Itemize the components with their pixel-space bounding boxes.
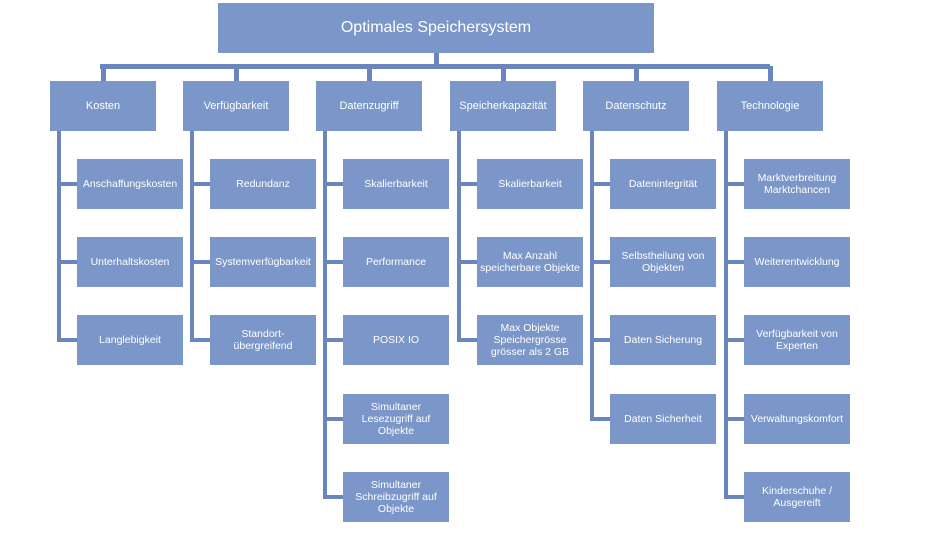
leaf-kosten-0: Anschaffungskosten bbox=[77, 159, 183, 209]
branch-technologie-4 bbox=[724, 495, 744, 499]
leaf-label: Weiterentwicklung bbox=[754, 255, 840, 268]
connector-speicherkapazitaet bbox=[500, 66, 506, 81]
branch-datenschutz-2 bbox=[590, 338, 610, 342]
connector-verfuegbarkeit bbox=[233, 66, 239, 81]
leaf-technologie-4: Kinderschuhe / Ausgereift bbox=[744, 472, 850, 522]
category-label: Kosten bbox=[85, 99, 121, 112]
branch-technologie-1 bbox=[724, 260, 744, 264]
leaf-label: Langlebigkeit bbox=[99, 333, 161, 346]
branch-speicherkapazitaet-1 bbox=[457, 260, 477, 264]
spine-verfuegbarkeit bbox=[190, 131, 194, 342]
leaf-label: Anschaffungskosten bbox=[82, 177, 178, 190]
leaf-label: Standort-übergreifend bbox=[233, 327, 293, 352]
leaf-technologie-2: Verfügbarkeit von Experten bbox=[744, 315, 850, 365]
category-label: Datenschutz bbox=[605, 99, 667, 112]
leaf-speicherkapazitaet-2: Max Objekte Speichergrösse grösser als 2… bbox=[477, 315, 583, 365]
leaf-verfuegbarkeit-2: Standort-übergreifend bbox=[210, 315, 316, 365]
leaf-label: Skalierbarkeit bbox=[498, 177, 562, 190]
leaf-label: Simultaner Lesezugriff auf Objekte bbox=[361, 400, 431, 438]
branch-verfuegbarkeit-0 bbox=[190, 182, 210, 186]
leaf-datenschutz-3: Daten Sicherheit bbox=[610, 394, 716, 444]
leaf-technologie-0: Marktverbreitung Marktchancen bbox=[744, 159, 850, 209]
leaf-label: Redundanz bbox=[236, 177, 290, 190]
branch-speicherkapazitaet-0 bbox=[457, 182, 477, 186]
leaf-label: Daten Sicherheit bbox=[624, 412, 702, 425]
leaf-label: POSIX IO bbox=[372, 333, 420, 346]
branch-datenzugriff-1 bbox=[323, 260, 343, 264]
root-label: Optimales Speichersystem bbox=[340, 18, 532, 36]
branch-datenschutz-0 bbox=[590, 182, 610, 186]
category-datenzugriff: Datenzugriff bbox=[316, 81, 422, 131]
leaf-speicherkapazitaet-1: Max Anzahl speicherbare Objekte bbox=[477, 237, 583, 287]
spine-datenzugriff bbox=[323, 131, 327, 499]
leaf-datenzugriff-2: POSIX IO bbox=[343, 315, 449, 365]
connector-datenschutz bbox=[633, 66, 639, 81]
spine-speicherkapazitaet bbox=[457, 131, 461, 342]
leaf-datenschutz-2: Daten Sicherung bbox=[610, 315, 716, 365]
leaf-datenzugriff-0: Skalierbarkeit bbox=[343, 159, 449, 209]
root-connector bbox=[434, 53, 439, 66]
leaf-kosten-1: Unterhaltskosten bbox=[77, 237, 183, 287]
leaf-label: Max Objekte Speichergrösse grösser als 2… bbox=[490, 321, 570, 359]
leaf-datenzugriff-3: Simultaner Lesezugriff auf Objekte bbox=[343, 394, 449, 444]
leaf-label: Systemverfügbarkeit bbox=[215, 255, 311, 268]
branch-kosten-2 bbox=[57, 338, 77, 342]
branch-kosten-0 bbox=[57, 182, 77, 186]
connector-technologie bbox=[767, 66, 773, 81]
category-datenschutz: Datenschutz bbox=[583, 81, 689, 131]
branch-technologie-0 bbox=[724, 182, 744, 186]
category-kosten: Kosten bbox=[50, 81, 156, 131]
leaf-datenzugriff-1: Performance bbox=[343, 237, 449, 287]
category-technologie: Technologie bbox=[717, 81, 823, 131]
leaf-label: Daten Sicherung bbox=[623, 333, 703, 346]
spine-datenschutz bbox=[590, 131, 594, 421]
branch-datenzugriff-0 bbox=[323, 182, 343, 186]
leaf-speicherkapazitaet-0: Skalierbarkeit bbox=[477, 159, 583, 209]
spine-technologie bbox=[724, 131, 728, 499]
leaf-label: Selbstheilung von Objekten bbox=[621, 249, 705, 274]
branch-kosten-1 bbox=[57, 260, 77, 264]
leaf-verfuegbarkeit-1: Systemverfügbarkeit bbox=[210, 237, 316, 287]
leaf-technologie-1: Weiterentwicklung bbox=[744, 237, 850, 287]
leaf-label: Unterhaltskosten bbox=[90, 255, 170, 268]
leaf-verfuegbarkeit-0: Redundanz bbox=[210, 159, 316, 209]
category-label: Technologie bbox=[740, 99, 800, 112]
category-label: Speicherkapazität bbox=[459, 99, 547, 112]
branch-datenzugriff-3 bbox=[323, 417, 343, 421]
top-connector bbox=[100, 64, 770, 69]
category-label: Verfügbarkeit bbox=[203, 99, 269, 112]
leaf-label: Datenintegrität bbox=[628, 177, 698, 190]
leaf-label: Max Anzahl speicherbare Objekte bbox=[480, 249, 580, 274]
category-label: Datenzugriff bbox=[339, 99, 399, 112]
leaf-label: Verfügbarkeit von Experten bbox=[756, 327, 838, 352]
connector-datenzugriff bbox=[366, 66, 372, 81]
branch-datenzugriff-2 bbox=[323, 338, 343, 342]
branch-verfuegbarkeit-2 bbox=[190, 338, 210, 342]
category-speicherkapazitaet: Speicherkapazität bbox=[450, 81, 556, 131]
branch-datenzugriff-4 bbox=[323, 495, 343, 499]
root-node: Optimales Speichersystem bbox=[218, 3, 654, 53]
leaf-technologie-3: Verwaltungskomfort bbox=[744, 394, 850, 444]
branch-speicherkapazitaet-2 bbox=[457, 338, 477, 342]
leaf-kosten-2: Langlebigkeit bbox=[77, 315, 183, 365]
leaf-label: Marktverbreitung Marktchancen bbox=[757, 171, 837, 196]
branch-verfuegbarkeit-1 bbox=[190, 260, 210, 264]
leaf-label: Skalierbarkeit bbox=[364, 177, 428, 190]
leaf-datenschutz-1: Selbstheilung von Objekten bbox=[610, 237, 716, 287]
branch-datenschutz-1 bbox=[590, 260, 610, 264]
branch-technologie-2 bbox=[724, 338, 744, 342]
leaf-label: Kinderschuhe / Ausgereift bbox=[761, 484, 833, 509]
leaf-label: Simultaner Schreibzugriff auf Objekte bbox=[355, 478, 437, 516]
leaf-datenschutz-0: Datenintegrität bbox=[610, 159, 716, 209]
spine-kosten bbox=[57, 131, 61, 342]
branch-technologie-3 bbox=[724, 417, 744, 421]
leaf-label: Performance bbox=[365, 255, 427, 268]
leaf-datenzugriff-4: Simultaner Schreibzugriff auf Objekte bbox=[343, 472, 449, 522]
category-verfuegbarkeit: Verfügbarkeit bbox=[183, 81, 289, 131]
branch-datenschutz-3 bbox=[590, 417, 610, 421]
leaf-label: Verwaltungskomfort bbox=[750, 412, 844, 425]
connector-kosten bbox=[100, 66, 106, 81]
